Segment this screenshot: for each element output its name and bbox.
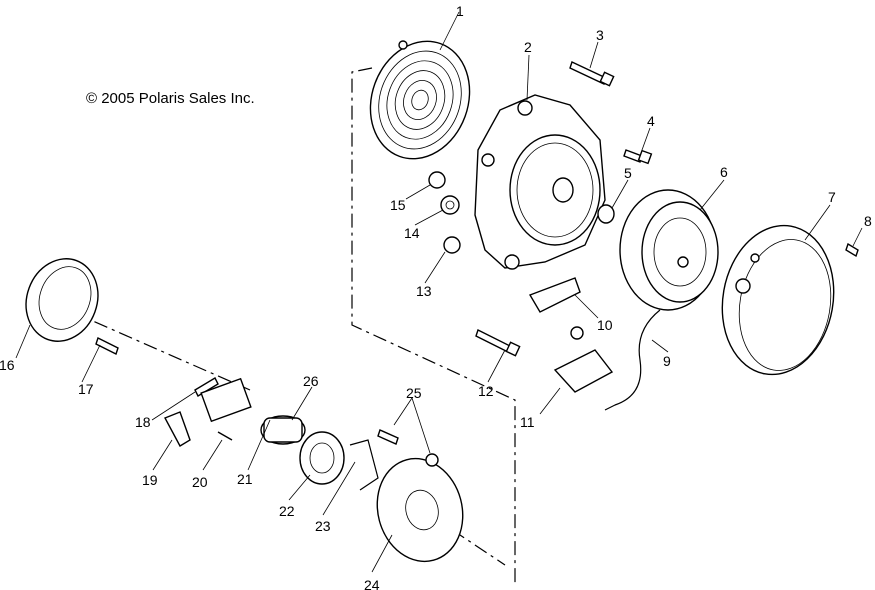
starter-cup (25, 258, 99, 342)
bolt-3 (569, 61, 615, 87)
callout-22: 22 (279, 503, 295, 519)
spring-20 (217, 431, 233, 441)
callout-2: 2 (524, 39, 532, 55)
handle-pad (528, 277, 581, 313)
nut-14 (440, 195, 460, 215)
bolt-12 (475, 329, 521, 357)
callout-1: 1 (456, 3, 464, 19)
callout-20: 20 (192, 474, 208, 490)
grommet-15 (428, 171, 446, 189)
ratchet-21 (200, 377, 252, 423)
bolt-4 (623, 149, 653, 165)
callout-3: 3 (596, 27, 604, 43)
callout-24: 24 (364, 577, 380, 590)
bolt-17 (95, 337, 119, 355)
spring-23 (349, 439, 379, 491)
callout-12: 12 (478, 383, 494, 399)
callout-16: 16 (0, 357, 15, 373)
starter-rope (604, 309, 661, 411)
callout-26: 26 (303, 373, 319, 389)
bushing-13 (443, 236, 461, 254)
recoil-cover (721, 224, 835, 376)
drive-plate-22 (299, 431, 345, 485)
callout-5: 5 (624, 165, 632, 181)
callout-7: 7 (828, 189, 836, 205)
callout-13: 13 (416, 283, 432, 299)
leader-lines (15, 11, 863, 573)
spring-18 (194, 377, 219, 397)
pawl-19 (164, 411, 191, 447)
callout-21: 21 (237, 471, 253, 487)
callout-9: 9 (663, 353, 671, 369)
starter-housing (474, 94, 606, 270)
callout-8: 8 (864, 213, 872, 229)
copyright-notice: © 2005 Polaris Sales Inc. (86, 90, 255, 107)
callout-15: 15 (390, 197, 406, 213)
callout-25: 25 (406, 385, 422, 401)
callout-23: 23 (315, 518, 331, 534)
screws-25 (377, 429, 439, 467)
flange-plate-24 (376, 457, 464, 563)
recoil-pulley (619, 189, 719, 311)
washer-5 (597, 204, 615, 224)
callout-17: 17 (78, 381, 94, 397)
plate-axis-line (429, 514, 506, 566)
callout-11: 11 (520, 414, 535, 430)
friction-block-26 (260, 415, 306, 445)
recoil-spring (369, 40, 471, 160)
callout-18: 18 (135, 414, 151, 430)
callout-4: 4 (647, 113, 655, 129)
callout-19: 19 (142, 472, 158, 488)
callout-10: 10 (597, 317, 613, 333)
callout-14: 14 (404, 225, 420, 241)
bolt-8 (845, 242, 859, 258)
assembly-boundary-line (351, 67, 516, 585)
starter-handle (553, 326, 614, 393)
callout-6: 6 (720, 164, 728, 180)
